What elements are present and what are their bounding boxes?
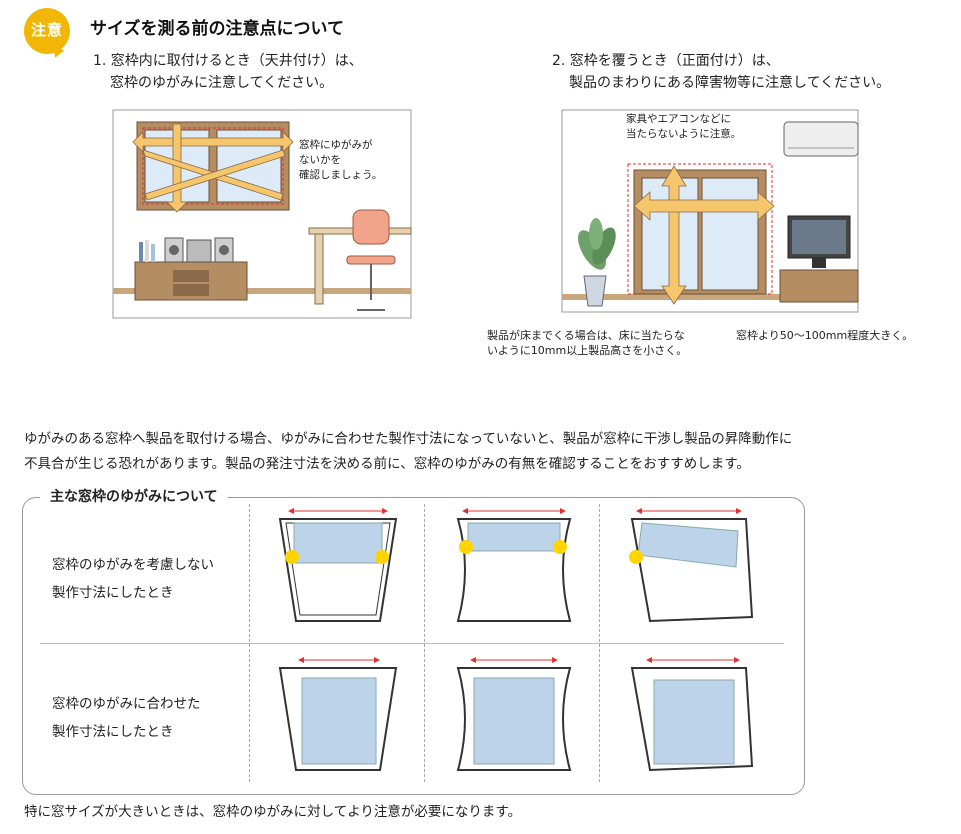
illustration-front-mount: 家具やエアコンなどに 当たらないように注意。	[561, 109, 859, 313]
row2-line2: 製作寸法にしたとき	[52, 724, 174, 740]
air-conditioner	[783, 121, 859, 157]
svg-text:当たらないように注意。: 当たらないように注意。	[626, 127, 741, 140]
case2-line1: 2. 窓枠を覆うとき（正面付け）は、	[552, 53, 780, 69]
badge-tail	[49, 46, 65, 60]
svg-text:ないかを: ないかを	[299, 154, 341, 166]
row2-label: 窓枠のゆがみに合わせた 製作寸法にしたとき	[52, 690, 201, 746]
tv-stand	[779, 215, 859, 303]
case2-line2: 製品のまわりにある障害物等に注意してください。	[569, 75, 891, 91]
row1-line1: 窓枠のゆがみを考慮しない	[52, 557, 214, 573]
row2-line1: 窓枠のゆがみに合わせた	[52, 696, 201, 712]
diagram-barrel-bad	[456, 508, 572, 622]
svg-text:窓枠にゆがみが: 窓枠にゆがみが	[299, 138, 373, 151]
explanation-paragraph: ゆがみのある窓枠へ製品を取付ける場合、ゆがみに合わせた製作寸法になっていないと、…	[24, 427, 944, 477]
diagram-skew-bad	[629, 508, 754, 623]
section-title: 主な窓枠のゆがみについて	[40, 486, 228, 506]
case1-heading: 1. 窓枠内に取付けるとき（天井付け）は、 窓枠のゆがみに注意してください。	[93, 50, 363, 94]
diagram-skew-good	[630, 657, 754, 772]
badge-label: 注意	[30, 21, 63, 39]
size-note: 窓枠より50〜100mm程度大きく。	[736, 329, 914, 342]
check-arrows	[132, 123, 294, 213]
illustration-ceiling-mount: 窓枠にゆがみが ないかを 確認しましょう。	[112, 109, 412, 319]
callout-obstacle: 家具やエアコンなどに 当たらないように注意。	[626, 112, 741, 140]
diagram-trapezoid-bad	[278, 508, 398, 622]
case2-heading: 2. 窓枠を覆うとき（正面付け）は、 製品のまわりにある障害物等に注意してくださ…	[552, 50, 890, 94]
divider-h	[40, 643, 784, 644]
page-title: サイズを測る前の注意点について	[90, 19, 344, 39]
callout-check-frame: 窓枠にゆがみが ないかを 確認しましょう。	[299, 138, 382, 181]
floor-note-line2: いように10mm以上製品高さを小さく。	[487, 344, 688, 357]
caution-badge: 注意	[24, 8, 70, 60]
row1-label: 窓枠のゆがみを考慮しない 製作寸法にしたとき	[52, 551, 214, 607]
distortion-section	[22, 497, 805, 795]
floor-note-line1: 製品が床までくる場合は、床に当たらな	[487, 329, 685, 342]
case1-line2: 窓枠のゆがみに注意してください。	[110, 75, 334, 91]
svg-text:家具やエアコンなどに: 家具やエアコンなどに	[626, 112, 731, 125]
paragraph-line1: ゆがみのある窓枠へ製品を取付ける場合、ゆがみに合わせた製作寸法になっていないと、…	[24, 431, 793, 447]
floor-note: 製品が床までくる場合は、床に当たらな いように10mm以上製品高さを小さく。	[487, 328, 687, 358]
svg-text:確認しましょう。: 確認しましょう。	[299, 168, 382, 181]
diagram-barrel-good	[456, 657, 572, 771]
case1-line1: 1. 窓枠内に取付けるとき（天井付け）は、	[93, 53, 363, 69]
paragraph-line2: 不具合が生じる恐れがあります。製品の発注寸法を決める前に、窓枠のゆがみの有無を確…	[24, 456, 750, 472]
size-arrows	[633, 165, 775, 305]
desk-chair	[308, 209, 412, 311]
audio-cabinet	[134, 237, 248, 301]
row1-line2: 製作寸法にしたとき	[52, 585, 174, 601]
footer-note: 特に窓サイズが大きいときは、窓枠のゆがみに対してより注意が必要になります。	[24, 804, 522, 820]
diagram-trapezoid-good	[278, 657, 398, 771]
plant	[578, 218, 616, 307]
